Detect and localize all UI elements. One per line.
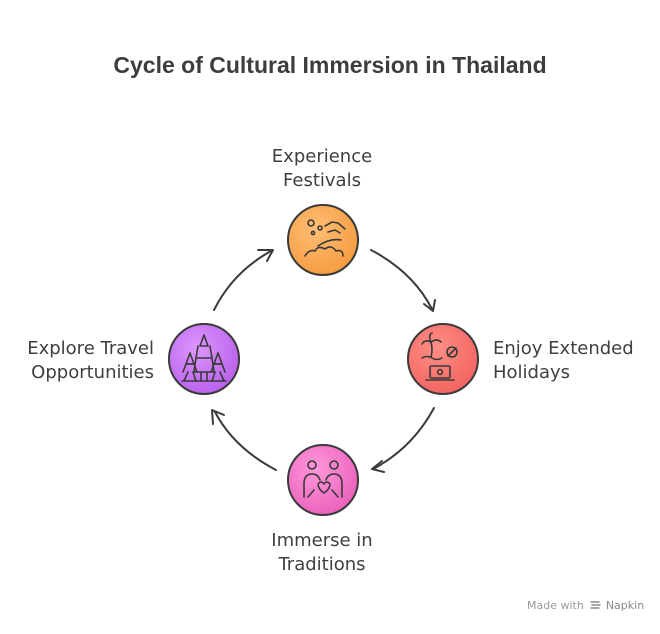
label-line: Enjoy Extended (493, 338, 634, 359)
cycle-arrow-top-right (370, 249, 436, 312)
temple-icon (181, 334, 227, 382)
beach-laptop-icon (421, 332, 458, 381)
label-line: Experience (271, 146, 373, 167)
fireworks-hand-icon (304, 219, 346, 257)
cycle-arrow-bottom-right (371, 407, 435, 473)
watermark-brand: Napkin (605, 599, 645, 612)
label-immerse-in-traditions: Immerse in Traditions (222, 529, 422, 577)
cycle-arrow-bottom-left (211, 409, 277, 471)
node-experience-festivals (287, 204, 359, 276)
label-line: Immerse in (271, 530, 373, 551)
label-line: Explore Travel (27, 338, 154, 359)
label-explore-travel-opportunities: Explore Travel Opportunities (10, 337, 154, 385)
label-line: Opportunities (31, 362, 154, 383)
watermark-prefix: Made with (527, 599, 584, 612)
label-line: Holidays (493, 362, 571, 383)
made-with-napkin-watermark[interactable]: Made with Napkin (527, 599, 644, 612)
people-connection-icon (303, 460, 343, 498)
label-line: Traditions (278, 554, 366, 575)
node-enjoy-extended-holidays (407, 323, 479, 395)
diagram-title: Cycle of Cultural Immersion in Thailand (113, 52, 547, 78)
napkin-logo-icon (590, 601, 602, 609)
label-enjoy-extended-holidays: Enjoy Extended Holidays (493, 337, 658, 385)
node-explore-travel-opportunities (168, 323, 240, 395)
node-immerse-in-traditions (287, 444, 359, 516)
label-line: Festivals (283, 170, 361, 191)
cycle-arrow-top-left (213, 249, 274, 311)
label-experience-festivals: Experience Festivals (222, 145, 422, 193)
